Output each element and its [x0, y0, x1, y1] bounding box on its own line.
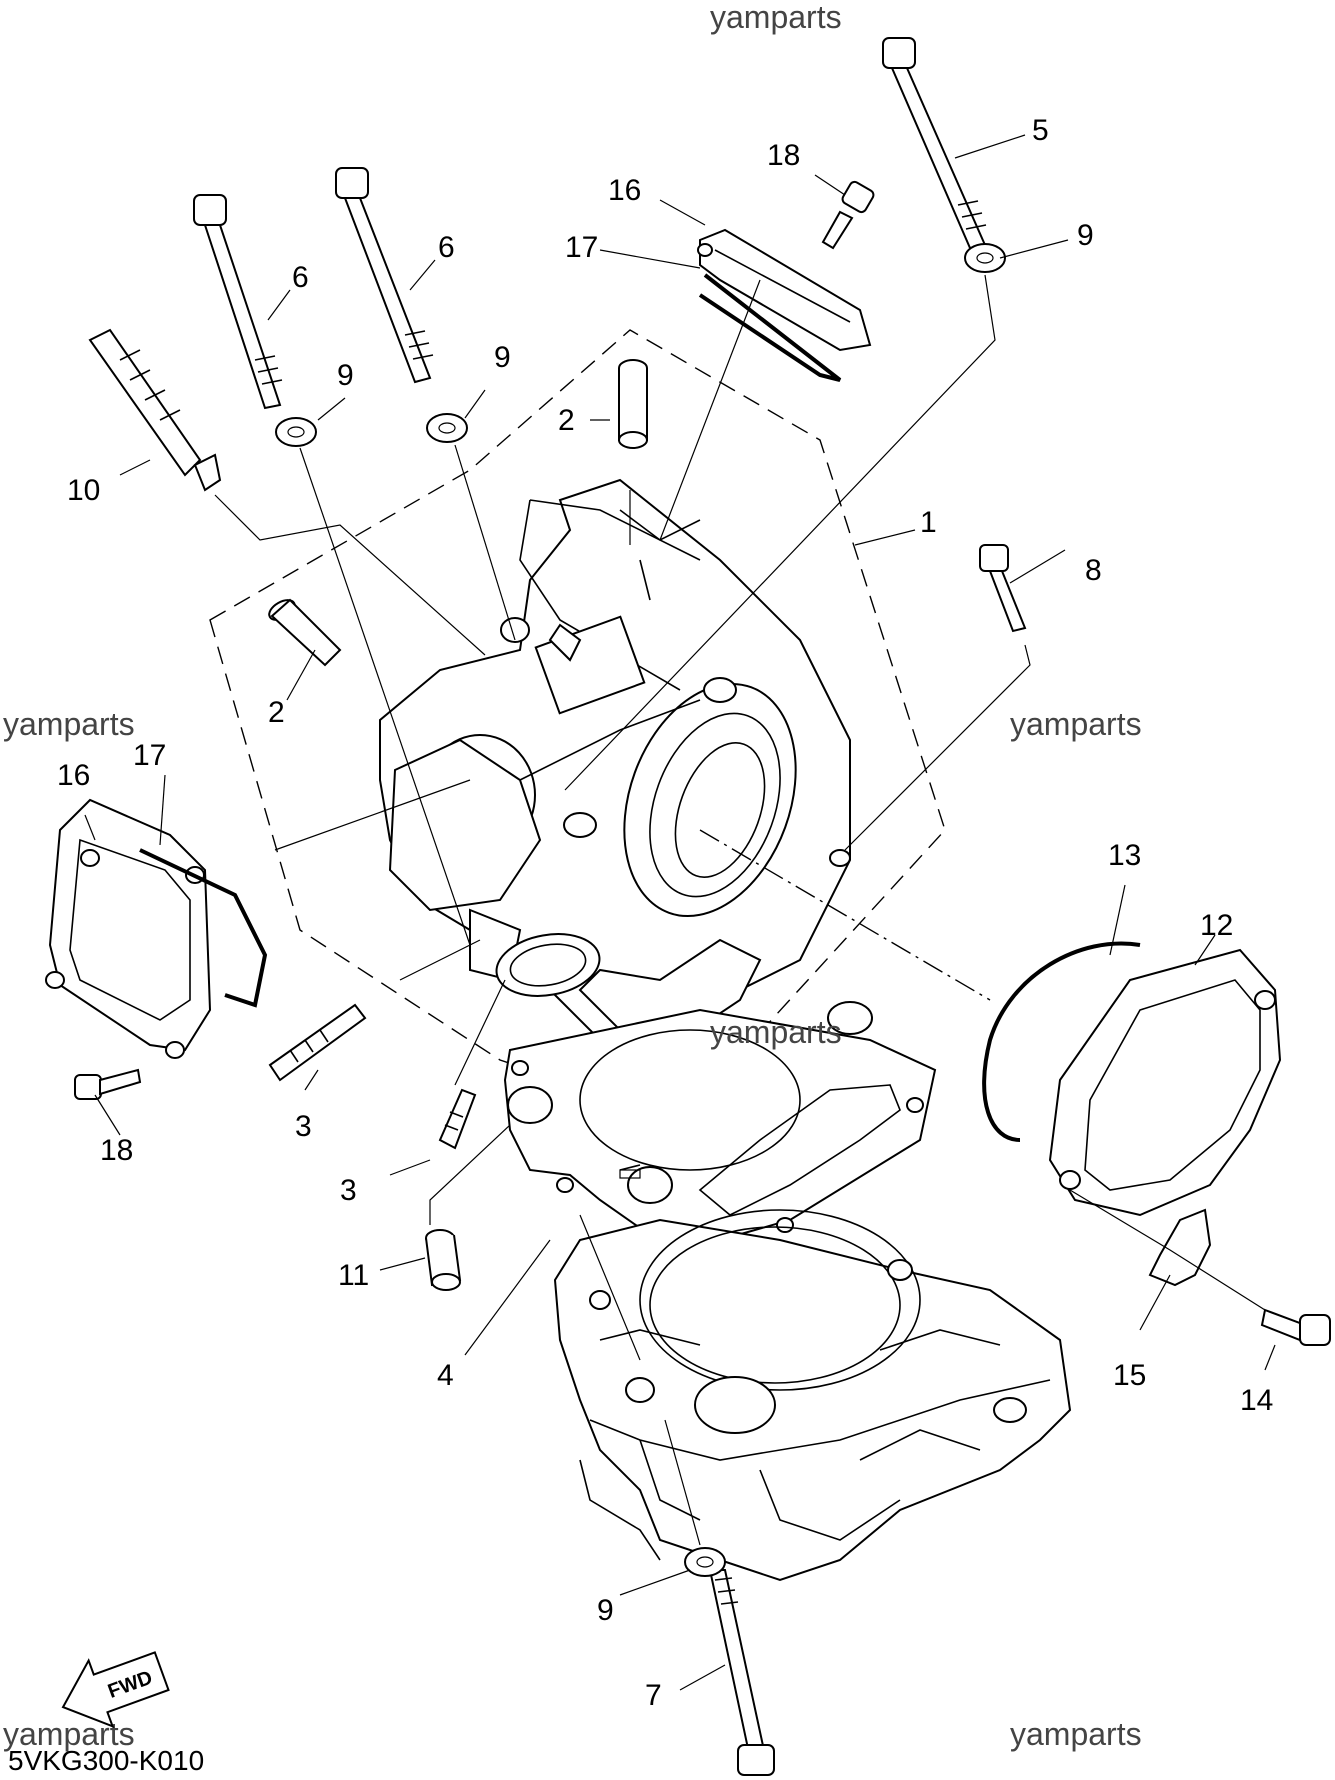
screw-8 — [979, 544, 1027, 633]
assembly-outline — [209, 329, 946, 1121]
stud-3-a — [268, 1003, 367, 1082]
watermark: yamparts — [710, 1014, 842, 1050]
right-cover-oring — [982, 941, 1141, 1142]
callout-4: 4 — [437, 1359, 454, 1392]
diagram-code: 5VKG300-K010 — [8, 1745, 204, 1776]
callout-6: 6 — [292, 261, 309, 294]
top-valve-cover-gasket — [698, 273, 842, 382]
callout-18: 18 — [100, 1134, 133, 1167]
callout-17: 17 — [565, 231, 598, 264]
cylinder-head — [379, 478, 873, 1042]
dowel-11 — [425, 1229, 462, 1291]
watermark: yamparts — [1010, 706, 1142, 742]
callout-13: 13 — [1108, 839, 1141, 872]
callout-18: 18 — [767, 139, 800, 172]
callout-14: 14 — [1240, 1384, 1273, 1417]
top-valve-cover — [697, 228, 872, 382]
callout-2: 2 — [268, 696, 285, 729]
washer-9-a — [275, 417, 317, 447]
watermark: yamparts — [3, 706, 135, 742]
bolt-5 — [882, 37, 987, 250]
watermark: yamparts — [1010, 1716, 1142, 1752]
clamp-15 — [1148, 1208, 1212, 1287]
callout-16: 16 — [57, 759, 90, 792]
dowel-pin-2-top — [618, 359, 648, 449]
cylinder-block — [553, 1209, 1072, 1582]
washer-9-c — [964, 243, 1006, 273]
callout-3: 3 — [295, 1110, 312, 1143]
bolt-6-right — [335, 167, 434, 384]
fwd-arrow: FWD — [61, 1651, 170, 1729]
callout-9: 9 — [597, 1594, 614, 1627]
callout-9: 9 — [494, 341, 511, 374]
left-valve-cover-gasket — [139, 848, 268, 1008]
callout-11: 11 — [338, 1259, 369, 1292]
dowel-pin-2-left — [268, 598, 342, 667]
screw-18-top — [821, 180, 875, 250]
callout-10: 10 — [67, 474, 100, 507]
stud-3-b — [438, 1088, 477, 1150]
callout-7: 7 — [645, 1679, 662, 1712]
leader-lines — [214, 274, 1266, 1546]
watermarks: yamparts yamparts yamparts yamparts yamp… — [3, 0, 1142, 1752]
callout-9: 9 — [337, 359, 354, 392]
washer-9-d — [684, 1547, 726, 1577]
callout-12: 12 — [1200, 909, 1233, 942]
bolt-6-left — [193, 194, 283, 410]
left-valve-cover — [45, 798, 268, 1059]
head-gasket — [503, 1008, 937, 1242]
callout-6: 6 — [438, 231, 455, 264]
washer-9-b — [426, 413, 468, 443]
callout-1: 1 — [920, 506, 937, 539]
spark-plug-10 — [88, 328, 222, 492]
callout-leaders — [84, 134, 1276, 1691]
watermark: yamparts — [3, 1716, 135, 1752]
callout-2: 2 — [558, 404, 575, 437]
screw-18-left — [74, 1068, 142, 1100]
bolt-7 — [708, 1569, 775, 1776]
callout-numbers: 1 2 2 3 3 4 5 6 6 7 8 9 9 9 9 10 11 12 1… — [57, 114, 1273, 1712]
right-cover — [982, 941, 1282, 1287]
watermark: yamparts — [710, 0, 842, 35]
callout-3: 3 — [340, 1174, 357, 1207]
callout-17: 17 — [133, 739, 166, 772]
callout-5: 5 — [1032, 114, 1049, 147]
callout-9: 9 — [1077, 219, 1094, 252]
callout-8: 8 — [1085, 554, 1102, 587]
bolt-14 — [1260, 1308, 1331, 1346]
callout-16: 16 — [608, 174, 641, 207]
callout-15: 15 — [1113, 1359, 1146, 1392]
